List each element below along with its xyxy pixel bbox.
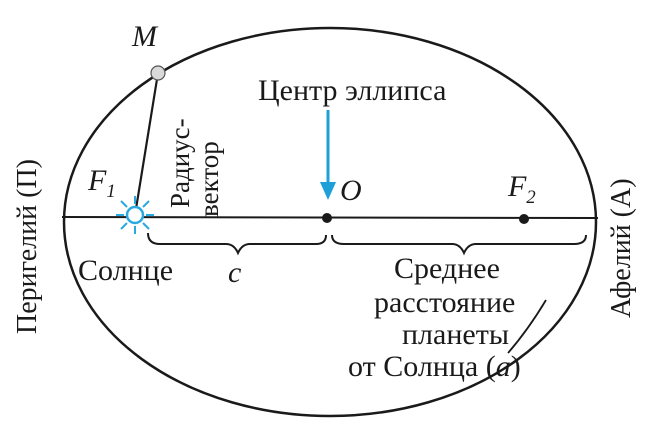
focus-f2-letter: F [508, 170, 527, 203]
center-o-dot [322, 213, 332, 223]
perihelion-label: Перигелий (П) [12, 159, 43, 334]
mean-distance-suffix: ) [510, 350, 521, 383]
center-ellipse-label: Центр эллипса [258, 74, 447, 107]
radius-vector-label-2: вектор [194, 141, 224, 217]
aphelion-label: Афелий (А) [606, 178, 637, 318]
orbit-ellipse [62, 26, 598, 418]
c-label: c [228, 256, 242, 289]
focus-f1-subscript: 1 [106, 181, 116, 202]
focus-f2-subscript: 2 [526, 187, 536, 208]
radius-vector-line [133, 72, 160, 216]
mean-distance-line-2: расстояние [374, 286, 516, 319]
focus-f1-letter: F [88, 164, 107, 197]
mean-distance-line-4: от Солнца (a) [348, 350, 521, 384]
brace-c [147, 232, 327, 256]
focus-f1-label: F1 [88, 164, 116, 203]
sun-label: Солнце [78, 254, 174, 287]
radius-vector-label-1: Радиус- [165, 118, 195, 208]
mean-distance-a: a [495, 350, 511, 383]
focus-f2-dot [519, 214, 529, 224]
mean-distance-line-1: Среднее [394, 252, 500, 285]
mean-distance-prefix: от Солнца ( [348, 350, 496, 383]
planet-m-dot [150, 65, 166, 81]
sun-icon [116, 196, 154, 234]
mean-distance-line-3: планеты [402, 318, 509, 351]
center-o-label: O [340, 174, 362, 207]
mean-distance-leader [507, 299, 547, 354]
center-arrow [320, 110, 336, 200]
focus-f2-label: F2 [508, 170, 536, 209]
point-m-label: M [132, 20, 157, 53]
brace-a [331, 234, 587, 256]
